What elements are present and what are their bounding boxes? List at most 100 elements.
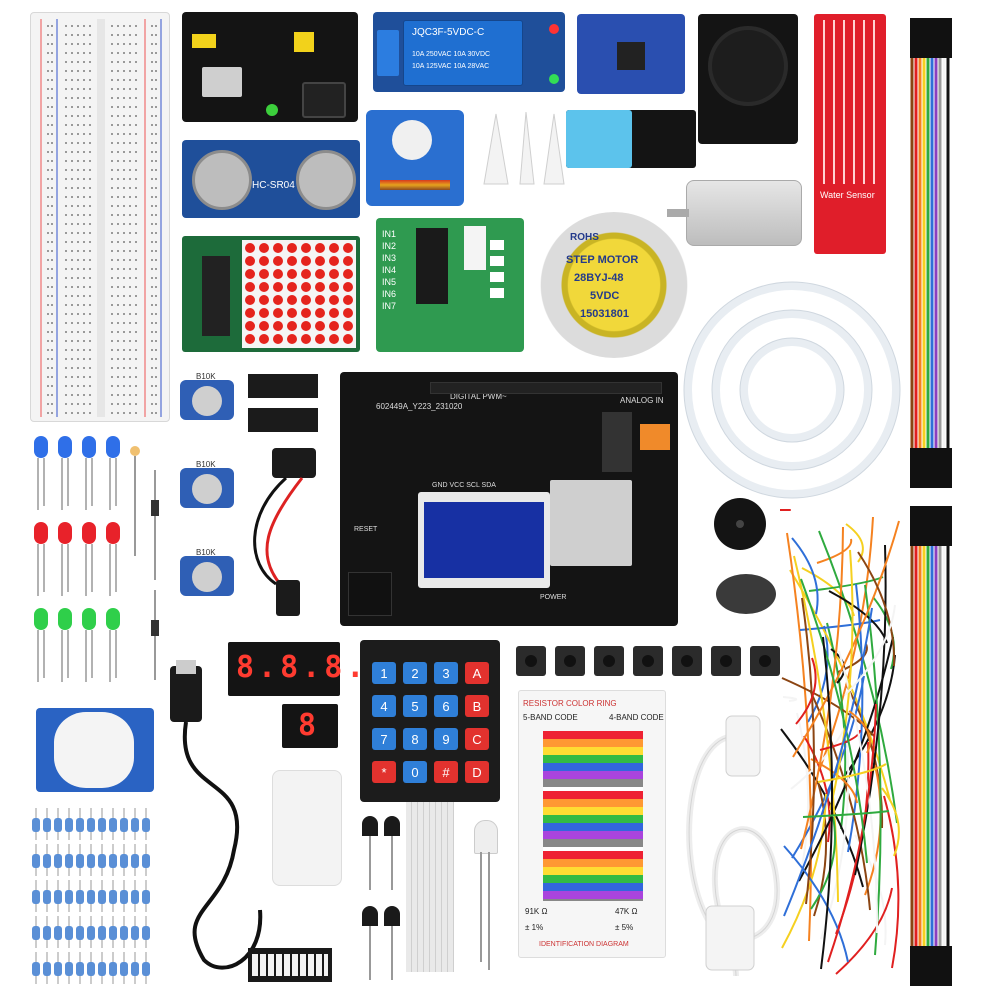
chart-title: RESISTOR COLOR RING — [523, 699, 617, 708]
dht-sensor — [566, 110, 696, 168]
relay-spec: 10A 125VAC 10A 28VAC — [412, 63, 490, 70]
board-power-label: POWER — [540, 594, 567, 601]
dht-housing-icon — [566, 110, 632, 168]
breadboard-holes-icon — [40, 19, 162, 417]
rainbow-wires-icon — [910, 506, 952, 986]
keypad-key: 6 — [434, 695, 458, 717]
seven-segment-1digit: 8 — [282, 704, 338, 748]
rainbow-wires-icon — [910, 18, 952, 488]
led-indicator-icon — [266, 104, 278, 116]
tactile-button — [750, 646, 780, 676]
power-supply-module — [182, 12, 358, 122]
camera-icon — [640, 424, 670, 450]
led-bar-graph — [248, 948, 332, 982]
tactile-button — [594, 646, 624, 676]
connector-icon — [464, 226, 486, 270]
usbc-cable-icon — [686, 715, 781, 977]
tactile-button — [633, 646, 663, 676]
potentiometer: B10K — [180, 372, 234, 436]
silicone-tube-icon — [683, 281, 901, 499]
water-sensor-label: Water Sensor — [820, 190, 875, 200]
keypad-ribbon — [406, 802, 454, 972]
chart-4band: 4-BAND CODE — [609, 713, 664, 722]
keypad-key: D — [465, 761, 489, 783]
potentiometer: B10K — [180, 548, 234, 612]
ultrasonic-label: HC-SR04 — [252, 180, 295, 191]
relay-body: JQC3F-5VDC-C 10A 250VAC 10A 30VDC 10A 12… — [403, 20, 523, 86]
resistors-icon — [32, 808, 150, 984]
oled-screen — [424, 502, 544, 578]
jumper-icon — [192, 34, 216, 48]
pot-label: B10K — [196, 372, 216, 381]
keypad-key: C — [465, 728, 489, 750]
tactile-button — [555, 646, 585, 676]
board-reset-label: RESET — [354, 526, 378, 533]
esp32-main-board: 602449A_Y223_231020 DIGITAL PWM~ ANALOG … — [340, 372, 678, 626]
keypad-key: 7 — [372, 728, 396, 750]
chart-diagram: IDENTIFICATION DIAGRAM — [539, 941, 629, 948]
sensor-traces-icon — [823, 20, 875, 184]
transistor — [384, 906, 400, 980]
chart-5band: 5-BAND CODE — [523, 713, 578, 722]
motor-shaft-icon — [667, 209, 689, 217]
keypad-key: * — [372, 761, 396, 783]
usb-cable-icon — [170, 660, 263, 970]
joystick-knob-icon — [708, 26, 788, 106]
tactile-button — [516, 646, 546, 676]
terminal-block-icon — [377, 30, 399, 76]
transducer-icon — [296, 150, 356, 210]
jumper-wires-pile-icon — [780, 509, 900, 975]
keypad-key: 1 — [372, 662, 396, 684]
header-pins-icon — [430, 382, 662, 394]
relay-model: JQC3F-5VDC-C — [412, 27, 485, 38]
transistor — [384, 816, 400, 890]
leds-icon — [34, 436, 120, 682]
ultrasonic-sensor: HC-SR04 — [182, 140, 360, 218]
keypad-key: 4 — [372, 695, 396, 717]
stepper-code: 15031801 — [580, 308, 629, 320]
oled-pin-label: GND VCC SCL SDA — [432, 482, 496, 489]
led-column-icon — [490, 240, 504, 300]
jumper-icon — [294, 32, 314, 52]
led-indicator-icon — [549, 74, 559, 84]
stepper-voltage: 5VDC — [590, 290, 620, 302]
led-dots-icon — [245, 243, 353, 344]
led-matrix-face — [242, 240, 356, 348]
buzzer-icon — [736, 520, 744, 528]
tactile-button — [711, 646, 741, 676]
board-code: 602449A_Y223_231020 — [376, 402, 463, 411]
joystick-module — [698, 14, 798, 144]
stepper-motor: ROHS STEP MOTOR 28BYJ-48 5VDC 15031801 — [540, 212, 688, 358]
keypad-key: 9 — [434, 728, 458, 750]
resistor-color-chart: RESISTOR COLOR RING 5-BAND CODE 4-BAND C… — [518, 690, 666, 958]
stepper-name: STEP MOTOR — [566, 254, 639, 266]
pot-label: B10K — [196, 460, 216, 469]
dc-jack-icon — [302, 82, 346, 118]
color-bands-icon — [543, 731, 643, 901]
battery-clip-icon — [253, 448, 316, 616]
transistor — [362, 816, 378, 890]
chip-icon — [416, 228, 448, 304]
keypad-key: A — [465, 662, 489, 684]
buzzer — [714, 498, 766, 550]
ic-chip — [248, 408, 318, 432]
chip-icon — [617, 42, 645, 70]
relay-spec: 10A 250VAC 10A 30VDC — [412, 51, 491, 58]
chart-tol2: ± 5% — [615, 923, 634, 932]
transistor — [362, 906, 378, 980]
rgb-led — [474, 820, 498, 970]
pot-label: B10K — [196, 548, 216, 557]
keypad-key: # — [434, 761, 458, 783]
keypad-key: 2 — [403, 662, 427, 684]
servo-wire-icon — [380, 180, 450, 190]
pir-sensor — [36, 708, 154, 792]
camera-connector-icon — [602, 412, 632, 472]
chart-tol1: ± 1% — [525, 923, 544, 932]
keypad-key: 0 — [403, 761, 427, 783]
servo-horn-icon — [392, 120, 432, 160]
potentiometer: B10K — [180, 460, 234, 524]
board-analog-label: ANALOG IN — [620, 396, 664, 405]
